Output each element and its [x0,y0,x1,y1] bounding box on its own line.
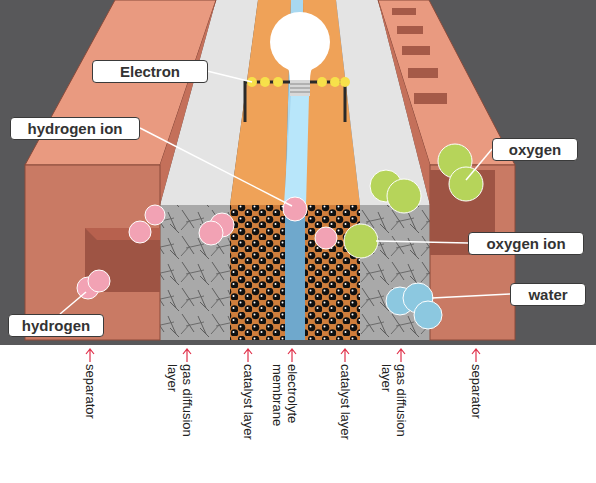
callout-text: hydrogen ion [28,120,123,137]
part-label: gas diffusion layer [165,364,195,464]
electron-dot [273,77,283,87]
callout-text: oxygen ion [486,235,565,252]
callout-text: Electron [120,63,180,80]
fiber-texture [160,205,230,340]
hydrogen-ion [129,221,151,243]
pointer-arrow [86,349,94,362]
catalyst-layer [305,205,360,340]
part-label: catalyst layer [241,364,256,440]
hydrogen-ion [283,197,307,221]
separator-top [25,0,216,165]
gas-diffusion-layer [160,205,230,340]
callout-box: hydrogen [8,314,104,337]
wire [245,82,345,122]
pointer-arrow [397,349,405,362]
part-label: separator [83,364,98,419]
pointer-arrow [244,349,252,362]
catalyst-layer [230,205,285,340]
pointer-arrow [341,349,349,362]
oxygen-atom [387,179,421,213]
leader-line [60,292,86,314]
channel-slot [402,46,430,55]
callout-box: oxygen [492,138,578,161]
callout-box: hydrogen ion [10,117,140,140]
bulb-base [290,80,310,96]
pointer-arrow [472,349,480,362]
leader-line [207,71,252,82]
oxygen-atom [449,167,483,201]
leader-line [466,149,492,180]
part-label: gas diffusion layer [379,364,409,464]
background [0,0,596,345]
leader-line [376,241,468,243]
hydrogen-atom [88,270,110,292]
hydrogen-ion [315,227,337,249]
part-label: catalyst layer [338,364,353,440]
separator-wall [160,0,216,205]
bulb-thread [290,84,310,92]
part-label: separator [469,364,484,419]
catalyst-particles [305,205,360,340]
electron-dot [330,77,340,87]
catalyst-particles [230,205,285,340]
channel-slot [408,68,438,78]
oxygen-ion [344,224,378,258]
pointer-arrow [288,349,296,362]
electron-dot [340,77,350,87]
light-beam [284,96,309,205]
channel-slot [397,26,423,34]
electrolyte-membrane [285,205,305,340]
pointer-arrow [183,349,191,362]
channel-slot [414,93,447,104]
hydrogen-ion [145,205,165,225]
callout-box: Electron [92,60,208,83]
callout-text: water [528,286,567,303]
bulb-neck [286,62,314,80]
water-molecule [414,301,442,329]
hydrogen-ion [199,221,223,245]
callout-box: oxygen ion [468,232,584,255]
part-label: electrolyte membrane [270,364,300,452]
channel-slot [392,8,416,15]
leader-line [432,294,510,298]
electron-dot [260,77,270,87]
callout-box: water [510,283,586,306]
callout-text: oxygen [509,141,562,158]
electron-dot [317,77,327,87]
leader-line [140,128,292,206]
callout-text: hydrogen [22,317,90,334]
